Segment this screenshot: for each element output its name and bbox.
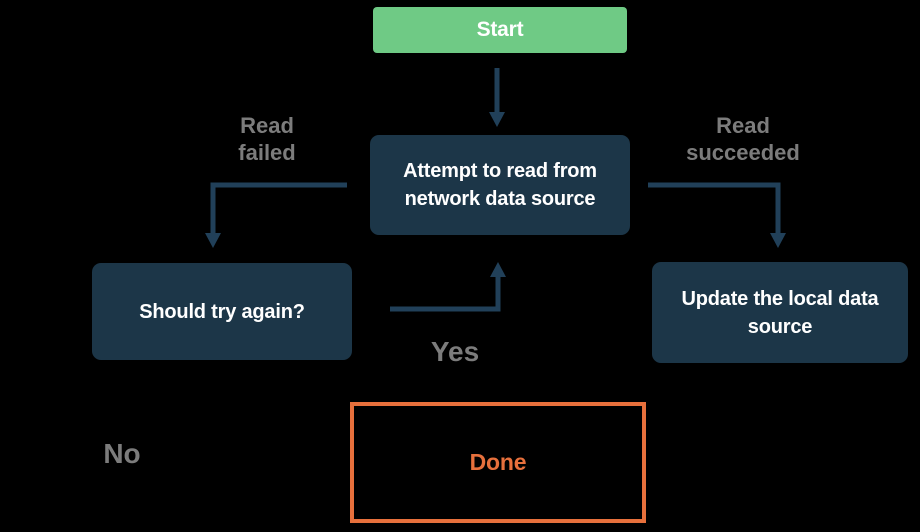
node-update-local-source: Update the local data source xyxy=(652,262,908,363)
edge-should-try-to-attempt-yes-loop xyxy=(390,262,506,312)
edge-label-read-succeeded: Read succeeded xyxy=(686,113,800,165)
arrowhead-down-icon xyxy=(489,112,505,127)
arrowhead-down-icon xyxy=(770,233,786,248)
edge-label-yes: Yes xyxy=(430,336,480,367)
edge-attempt-to-should-try xyxy=(205,182,347,248)
edge-start-to-attempt xyxy=(489,68,505,127)
arrowhead-down-icon xyxy=(205,233,221,248)
edge-line-left-down xyxy=(210,182,347,235)
edge-label-read-failed: Read failed xyxy=(238,113,296,165)
node-done-label: Done xyxy=(469,449,527,475)
node-update-local-source-label: Update the local data source xyxy=(681,287,879,338)
node-start: Start xyxy=(373,7,627,53)
arrowhead-up-icon xyxy=(490,262,506,277)
node-should-try-again-label: Should try again? xyxy=(139,300,305,323)
edge-line-right-down xyxy=(648,182,781,235)
node-attempt-read-label: Attempt to read from network data source xyxy=(403,160,597,210)
node-done: Done xyxy=(350,402,646,523)
node-start-label: Start xyxy=(476,18,524,41)
node-should-try-again: Should try again? xyxy=(92,263,352,360)
edge-line-right-up xyxy=(390,276,501,312)
edge-label-no: No xyxy=(103,438,141,469)
node-attempt-read: Attempt to read from network data source xyxy=(370,135,630,235)
edge-attempt-to-update-local xyxy=(648,182,786,248)
